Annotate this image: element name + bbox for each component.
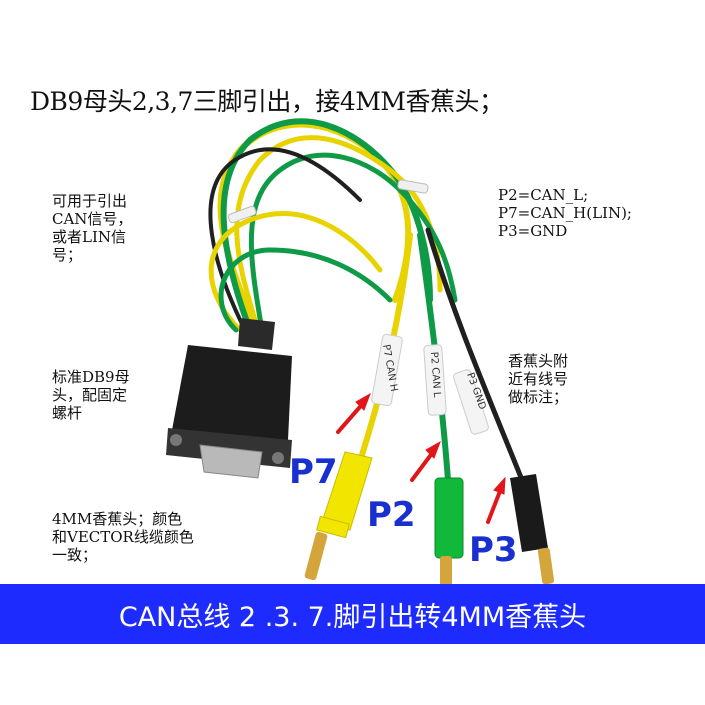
page-title: DB9母头2,3,7三脚引出，接4MM香蕉头； [30, 87, 504, 116]
note-wire-marks: 香蕉头附 近有线号 做标注； [508, 352, 569, 406]
note-banana-color: 4MM香蕉头；颜色 和VECTOR线缆颜色 一致； [52, 510, 194, 564]
banner-text: CAN总线 2 .3. 7.脚引出转4MM香蕉头 [118, 601, 587, 633]
wire-label-p2: P2 CAN L [428, 351, 442, 398]
bottom-banner: CAN总线 2 .3. 7.脚引出转4MM香蕉头 [0, 584, 705, 644]
pin-label-p7: P7 [289, 452, 338, 492]
note-pinout: P2=CAN_L; P7=CAN_H(LIN); P3=GND [498, 186, 632, 240]
note-can-lin: 可用于引出 CAN信号， 或者LIN信 号； [52, 192, 133, 264]
pin-label-p2: P2 [367, 495, 416, 535]
note-db9: 标准DB9母 头，配固定 螺杆 [52, 368, 130, 422]
pin-label-p3: P3 [469, 530, 518, 570]
